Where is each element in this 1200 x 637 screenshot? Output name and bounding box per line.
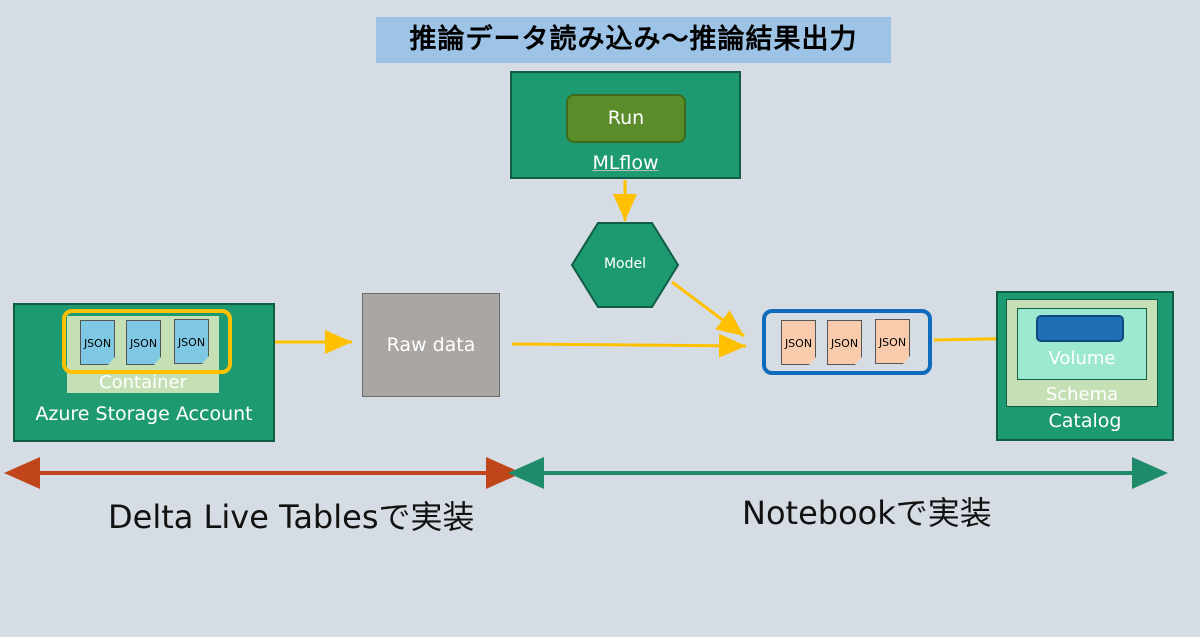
- result-json-file: JSON: [781, 320, 816, 365]
- source-json-file: JSON: [80, 320, 115, 365]
- source-files-highlight: [62, 309, 232, 374]
- azure-storage-account-label: Azure Storage Account: [35, 403, 253, 425]
- result-json-file: JSON: [827, 320, 862, 365]
- notebook-range-label: Notebookで実装: [742, 494, 992, 532]
- volume-label: Volume: [1048, 348, 1116, 369]
- diagram-title: 推論データ読み込み〜推論結果出力: [376, 17, 891, 63]
- source-json-file: JSON: [174, 319, 209, 364]
- catalog-label: Catalog: [1048, 410, 1122, 432]
- model-hexagon: [570, 222, 680, 308]
- model-label: Model: [603, 256, 647, 272]
- mlflow-label: MLflow: [592, 152, 659, 174]
- volume-target-bar: [1036, 315, 1124, 342]
- source-json-file: JSON: [126, 320, 161, 365]
- model-to-results-arrow: [671, 280, 745, 338]
- run-box: Run: [566, 94, 686, 143]
- container-label: Container: [99, 372, 187, 393]
- result-json-file: JSON: [875, 319, 910, 364]
- raw-data-box: Raw data: [362, 293, 500, 397]
- dlt-range-label: Delta Live Tablesで実装: [108, 498, 475, 536]
- schema-label: Schema: [1045, 384, 1119, 405]
- raw-to-results-arrow: [511, 333, 747, 358]
